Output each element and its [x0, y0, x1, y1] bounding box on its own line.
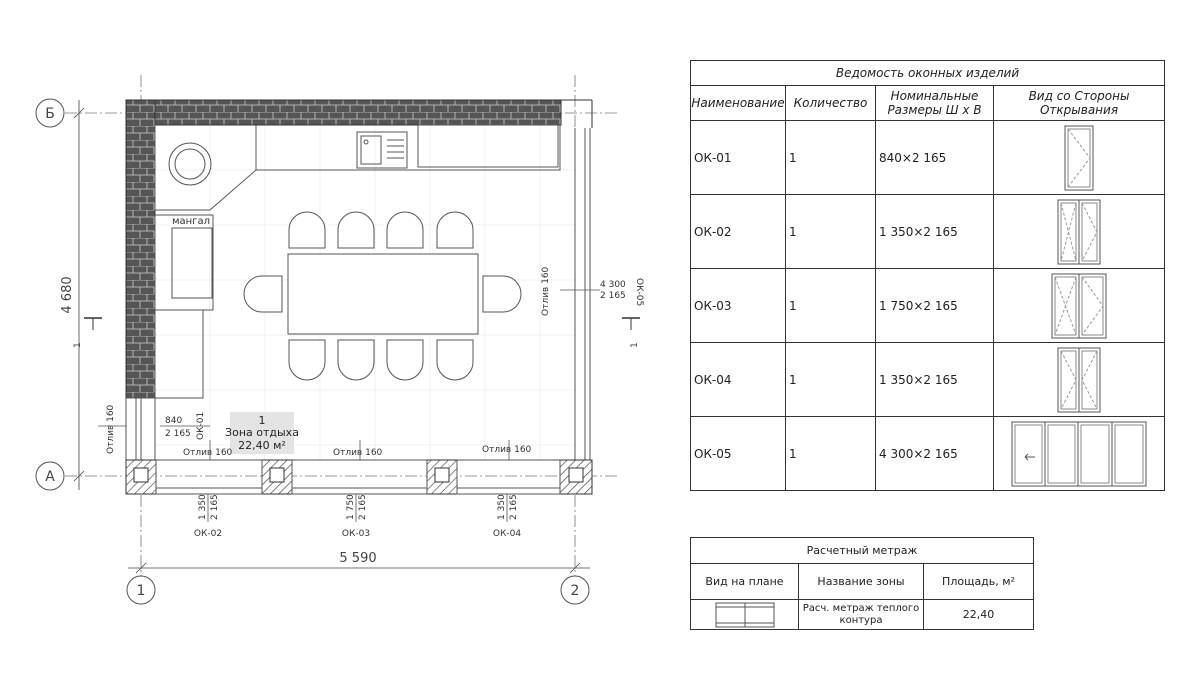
area-header-area: Площадь, м² — [922, 563, 1035, 600]
wall-right-window — [561, 99, 593, 460]
floor-plan: Б А 1 2 4 680 5 590 1 1 — [35, 75, 644, 605]
area-header-view: Вид на плане — [690, 563, 799, 600]
ok03-size-w: 1 750 — [346, 494, 356, 520]
chairs-bottom — [288, 339, 474, 381]
ok02-size-h: 2 165 — [210, 494, 220, 520]
wall-left — [125, 99, 156, 399]
dimension-width — [128, 562, 590, 574]
sill-label-right: Отлив 160 — [541, 266, 551, 316]
zone-area: 22,40 м² — [238, 439, 286, 452]
area-value: 22,40 — [922, 599, 1035, 630]
svg-text:1: 1 — [137, 583, 146, 599]
ok04-size-h: 2 165 — [509, 494, 519, 520]
window-thumb-ok05 — [992, 416, 1166, 491]
table-row: ОК-03 1 1 750×2 165 — [690, 268, 1166, 343]
grill-icon — [168, 142, 212, 186]
ok05-size-w: 4 300 — [600, 280, 626, 290]
ok01-size-h: 2 165 — [165, 429, 191, 439]
ok04-mark: ОК-04 — [493, 529, 521, 539]
ok01-size-w: 840 — [165, 416, 182, 426]
wall-top — [125, 99, 562, 126]
header-view: Вид со Стороны Открывания — [992, 85, 1166, 121]
area-plan-thumb — [690, 599, 799, 630]
axis-bubble-2: 2 — [560, 575, 590, 605]
dining-table — [287, 253, 479, 335]
section-mark-left-label: 1 — [73, 342, 83, 348]
bbq-label: мангал — [172, 216, 210, 227]
chairs-ends — [243, 275, 522, 313]
window-thumb-ok03 — [992, 268, 1166, 343]
area-header-zone: Название зоны — [798, 563, 924, 600]
windows-table-title: Ведомость оконных изделий — [689, 60, 1166, 86]
kitchen-counter — [154, 124, 561, 211]
table-row: ОК-01 1 840×2 165 — [690, 120, 1166, 195]
sill-label-3: Отлив 160 — [482, 445, 532, 455]
ok05-mark: ОК-05 — [634, 278, 644, 306]
window-thumb-ok04 — [992, 342, 1166, 417]
ok03-mark: ОК-03 — [342, 529, 370, 539]
axis-bubble-1: 1 — [126, 575, 156, 605]
svg-text:Б: Б — [45, 106, 55, 122]
windows-schedule-table: Ведомость оконных изделий Наименование К… — [689, 60, 1166, 491]
section-mark-right — [622, 317, 640, 330]
header-size: Номинальные Размеры Ш х В — [875, 85, 994, 121]
sink-icon — [356, 131, 408, 169]
dimension-height — [73, 100, 85, 490]
window-thumb-ok02 — [992, 194, 1166, 269]
axis-bubble-b: Б — [35, 98, 65, 128]
area-table: Расчетный метраж Вид на плане Название з… — [689, 537, 1035, 630]
ok05-size-h: 2 165 — [600, 291, 626, 301]
table-row: ОК-04 1 1 350×2 165 — [690, 342, 1166, 417]
ok03-size-h: 2 165 — [358, 494, 368, 520]
section-mark-right-label: 1 — [630, 342, 640, 348]
svg-text:2: 2 — [571, 583, 580, 599]
dimension-height-label: 4 680 — [60, 276, 75, 313]
window-ok01 — [125, 397, 156, 461]
sill-label-1: Отлив 160 — [183, 448, 233, 458]
zone-name: Зона отдыха — [225, 426, 299, 439]
section-mark-left — [84, 317, 102, 330]
ok02-mark: ОК-02 — [194, 529, 222, 539]
sill-label-2: Отлив 160 — [333, 448, 383, 458]
svg-text:А: А — [45, 469, 55, 485]
dimension-width-label: 5 590 — [339, 551, 376, 566]
table-row: ОК-02 1 1 350×2 165 — [690, 194, 1166, 269]
sill-label-left: Отлив 160 — [106, 404, 116, 454]
window-thumb-ok01 — [992, 120, 1166, 195]
table-row: Расч. метраж теплого контура 22,40 — [690, 599, 1035, 630]
ok02-size-w: 1 350 — [198, 494, 208, 520]
area-table-title: Расчетный метраж — [689, 537, 1035, 564]
header-name: Наименование — [690, 85, 786, 121]
header-qty: Количество — [785, 85, 876, 121]
zone-number: 1 — [259, 414, 266, 427]
bbq-grill — [154, 214, 214, 399]
ok04-size-w: 1 350 — [497, 494, 507, 520]
bottom-windows — [155, 459, 561, 495]
axis-bubble-a: А — [35, 461, 65, 491]
chairs-top — [288, 211, 474, 249]
zone-label-bg — [230, 412, 294, 454]
table-row: ОК-05 1 4 300×2 165 — [690, 416, 1166, 491]
area-zone-name: Расч. метраж теплого контура — [798, 599, 924, 630]
ok01-mark: ОК-01 — [196, 412, 206, 440]
